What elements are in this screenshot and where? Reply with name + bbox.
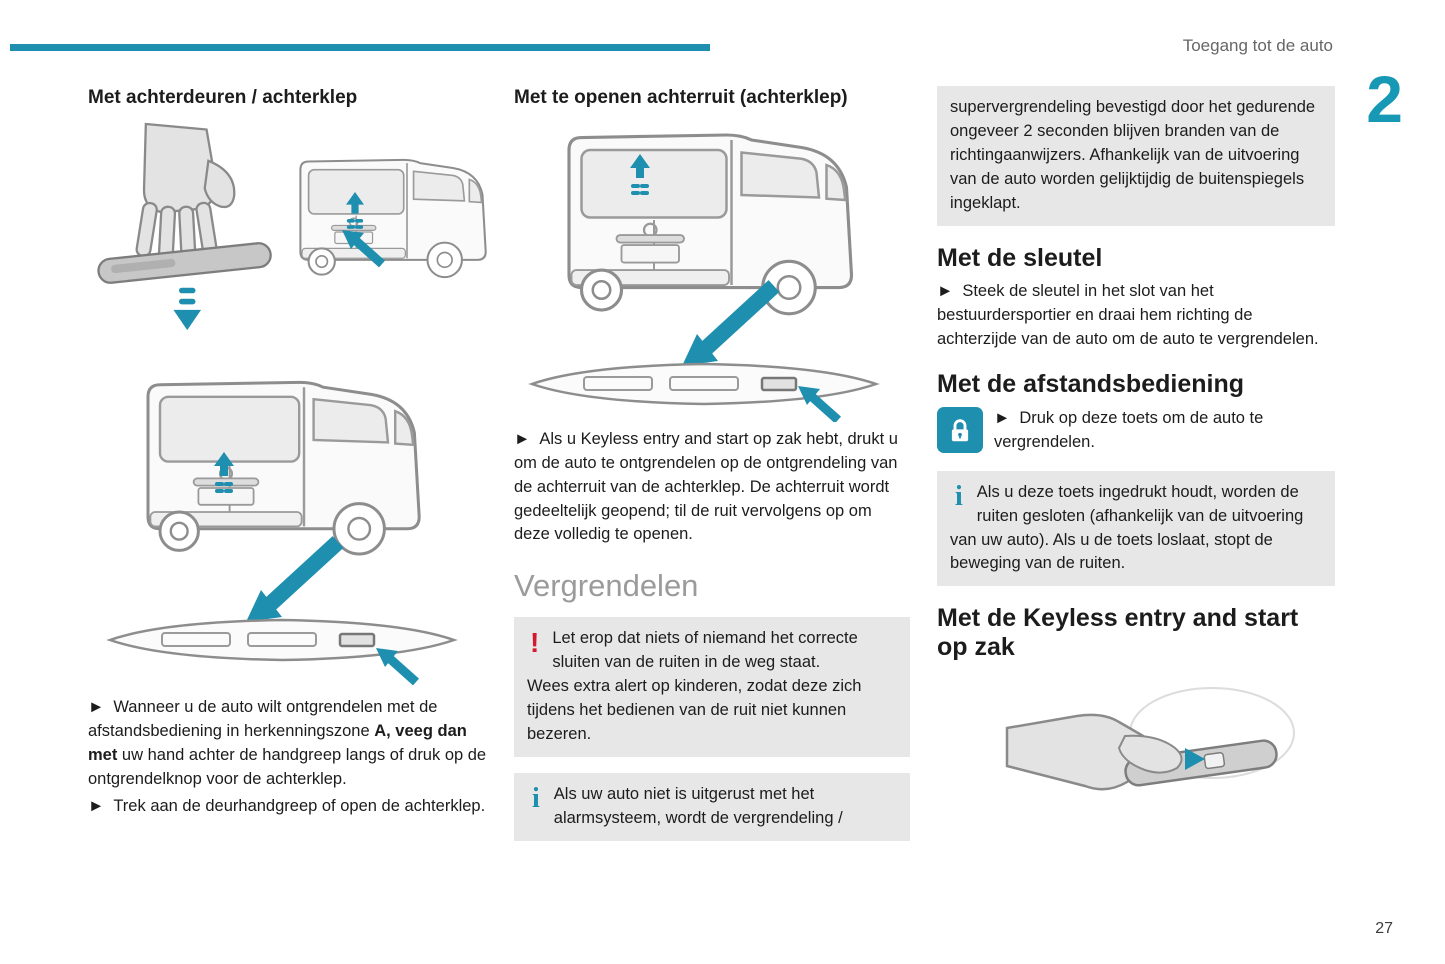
lock-button-icon	[937, 406, 983, 453]
info-text: Als uw auto niet is uitgerust met het al…	[553, 785, 843, 827]
lock-button-row: ►Druk op deze toets om de auto te vergre…	[937, 406, 1335, 459]
column-right: supervergrendeling bevestigd door het ge…	[937, 86, 1335, 816]
info-box-windows: i Als u deze toets ingedrukt houdt, word…	[937, 470, 1335, 587]
bullet-marker: ►	[514, 429, 531, 448]
warning-icon: !	[530, 627, 540, 659]
info-text: Als u deze toets ingedrukt houdt, worden…	[950, 482, 1304, 573]
section-heading-vergrendelen: Vergrendelen	[514, 568, 699, 604]
info-box-alarm: i Als uw auto niet is uitgerust met het …	[514, 773, 910, 841]
column-left: Met achterdeuren / achterklep ►Wanneer u…	[88, 86, 492, 823]
bullet-text: Steek de sleutel in het slot van het bes…	[937, 282, 1319, 349]
bullet-keyless-rear-window: ►Als u Keyless entry and start op zak he…	[514, 428, 910, 548]
illustration-van-handle-strip-icon	[108, 380, 456, 690]
bullet-text: Wanneer u de auto wilt ontgrendelen met …	[88, 697, 438, 740]
info-continuation-text: supervergrendeling bevestigd door het ge…	[950, 98, 1316, 212]
info-icon: i	[955, 480, 963, 512]
bullet-text: Trek aan de deurhandgreep of open de ach…	[113, 797, 486, 816]
warning-text-line1: Let erop dat niets of niemand het correc…	[552, 629, 858, 672]
bullet-text: Druk op deze toets om de auto te vergren…	[994, 408, 1264, 451]
bullet-unlock-remote: ►Wanneer u de auto wilt ontgrendelen met…	[88, 696, 492, 792]
bullet-text: uw hand achter de handgreep langs of dru…	[88, 745, 487, 788]
bullet-text-bold: A, veeg dan met	[88, 721, 467, 764]
heading-rear-doors: Met achterdeuren / achterklep	[88, 87, 358, 108]
heading-keyless: Met de Keyless entry and start op zak	[937, 604, 1299, 662]
bullet-marker: ►	[937, 282, 954, 301]
warning-text-line2: Wees extra alert op kinderen, zodat deze…	[527, 677, 862, 744]
illustration-hand-swipe-van-icon	[96, 122, 487, 331]
bullet-marker: ►	[88, 697, 105, 716]
bullet-pull-handle: ► Trek aan de deurhandgreep of open de ac…	[88, 795, 492, 819]
top-accent-rule	[10, 44, 710, 51]
bullet-text: Als u Keyless entry and start op zak heb…	[514, 429, 898, 544]
page-header-title: Toegang tot de auto	[1182, 36, 1333, 55]
bullet-key-lock: ►Steek de sleutel in het slot van het be…	[937, 280, 1335, 352]
heading-with-key: Met de sleutel	[937, 243, 1103, 272]
page-number: 27	[1375, 920, 1393, 937]
info-icon: i	[532, 783, 540, 815]
column-middle: Met te openen achterruit (achterklep) ►A…	[514, 86, 910, 841]
bullet-marker: ►	[994, 408, 1011, 427]
bullet-marker: ►	[88, 797, 105, 816]
illustration-hand-remote-icon	[1005, 686, 1296, 791]
chapter-number: 2	[1366, 62, 1403, 136]
warning-box: ! Let erop dat niets of niemand het corr…	[514, 617, 910, 758]
heading-with-remote: Met de afstandsbediening	[937, 370, 1244, 399]
info-box-continuation: supervergrendeling bevestigd door het ge…	[937, 86, 1335, 226]
heading-opening-rear-window: Met te openen achterruit (achterklep)	[514, 87, 848, 108]
illustration-van-rear-window-icon	[530, 133, 878, 422]
bullet-remote-lock: ►Druk op deze toets om de auto te vergre…	[994, 407, 1335, 455]
